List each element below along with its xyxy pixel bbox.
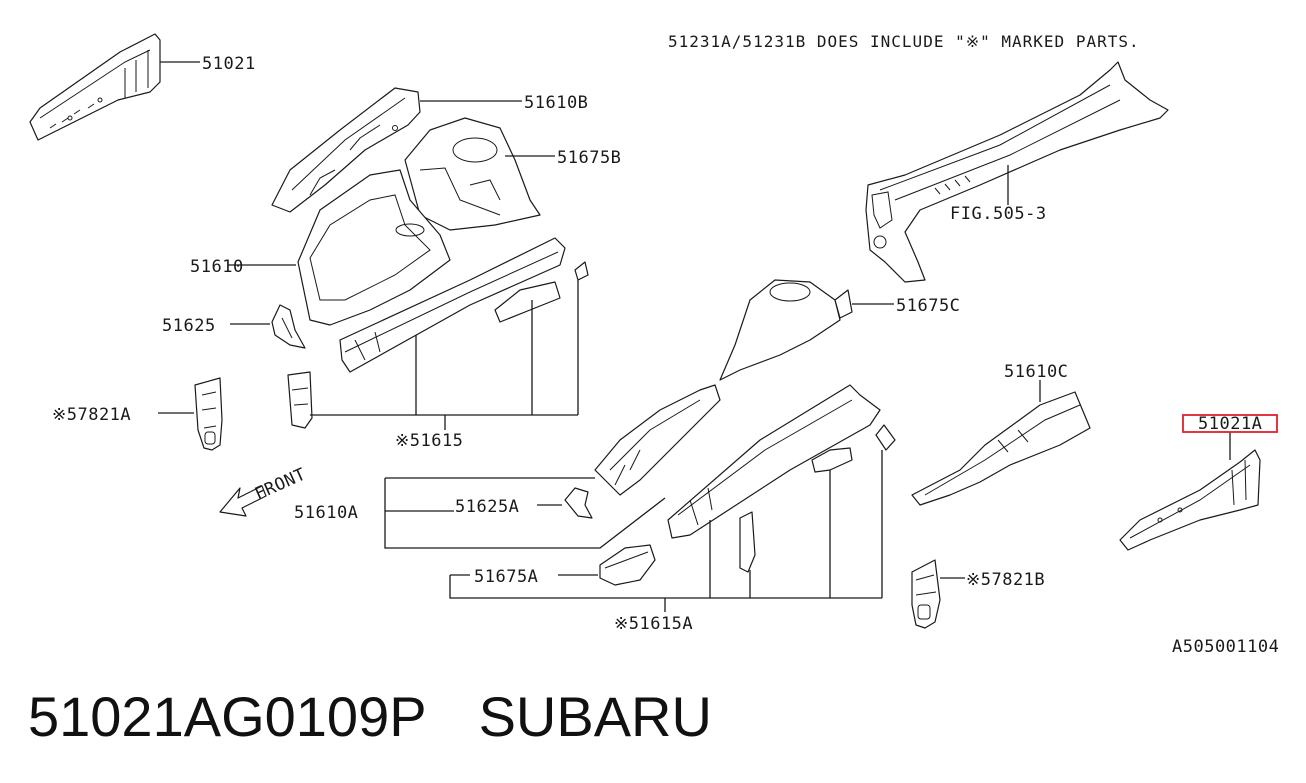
label-51610B: 51610B: [524, 93, 588, 113]
highlight-box: [1182, 414, 1278, 433]
part-51625-drawing: [271, 304, 306, 349]
front-label: FRONT: [252, 464, 309, 504]
label-51675A: 51675A: [474, 567, 538, 587]
label-51675B: 51675B: [557, 148, 621, 168]
part-51625A-drawing: [564, 487, 593, 519]
label-51021A: 51021A: [1198, 414, 1262, 434]
label-57821B: ※57821B: [966, 570, 1045, 590]
part-51610-drawing: [297, 169, 566, 373]
part-51610C-drawing: [911, 391, 1091, 506]
fig-505-3-drawing: [865, 61, 1169, 283]
part-57821A-drawing: [194, 377, 223, 451]
label-51615: ※51615: [395, 431, 463, 451]
front-arrow-icon: [219, 485, 267, 517]
label-51625: 51625: [162, 316, 216, 336]
label-51021: 51021: [202, 54, 256, 74]
part-51675B-drawing: [404, 117, 541, 231]
label-51610: 51610: [190, 257, 244, 277]
part-57821B-drawing: [911, 559, 941, 629]
part-51675A-drawing: [599, 544, 656, 586]
part-51021-drawing: [29, 33, 161, 141]
label-51610C: 51610C: [1004, 362, 1068, 382]
part-51021A-drawing: [1119, 449, 1261, 551]
part-number-text: 51021AG0109P: [28, 685, 427, 748]
label-57821A: ※57821A: [52, 405, 131, 425]
label-51675C: 51675C: [896, 296, 960, 316]
part-51610B-drawing: [271, 87, 421, 213]
diagram-code: A505001104: [1172, 637, 1279, 657]
caption-bar: 51021AG0109P SUBARU: [28, 682, 712, 752]
parts-note: 51231A/51231B DOES INCLUDE "※" MARKED PA…: [668, 32, 1140, 51]
parts-diagram: 51231A/51231B DOES INCLUDE "※" MARKED PA…: [29, 32, 1279, 657]
label-51615A: ※51615A: [614, 614, 693, 634]
part-51675C-drawing: [719, 279, 853, 381]
label-fig-505-3: FIG.505-3: [950, 204, 1047, 224]
label-51625A: 51625A: [455, 497, 519, 517]
part-51615A-drawing: [667, 384, 896, 573]
brand-text: SUBARU: [478, 685, 712, 748]
part-51610A-drawing: [594, 384, 721, 496]
part-51615-drawing: [287, 261, 589, 429]
label-51610A: 51610A: [294, 503, 358, 523]
